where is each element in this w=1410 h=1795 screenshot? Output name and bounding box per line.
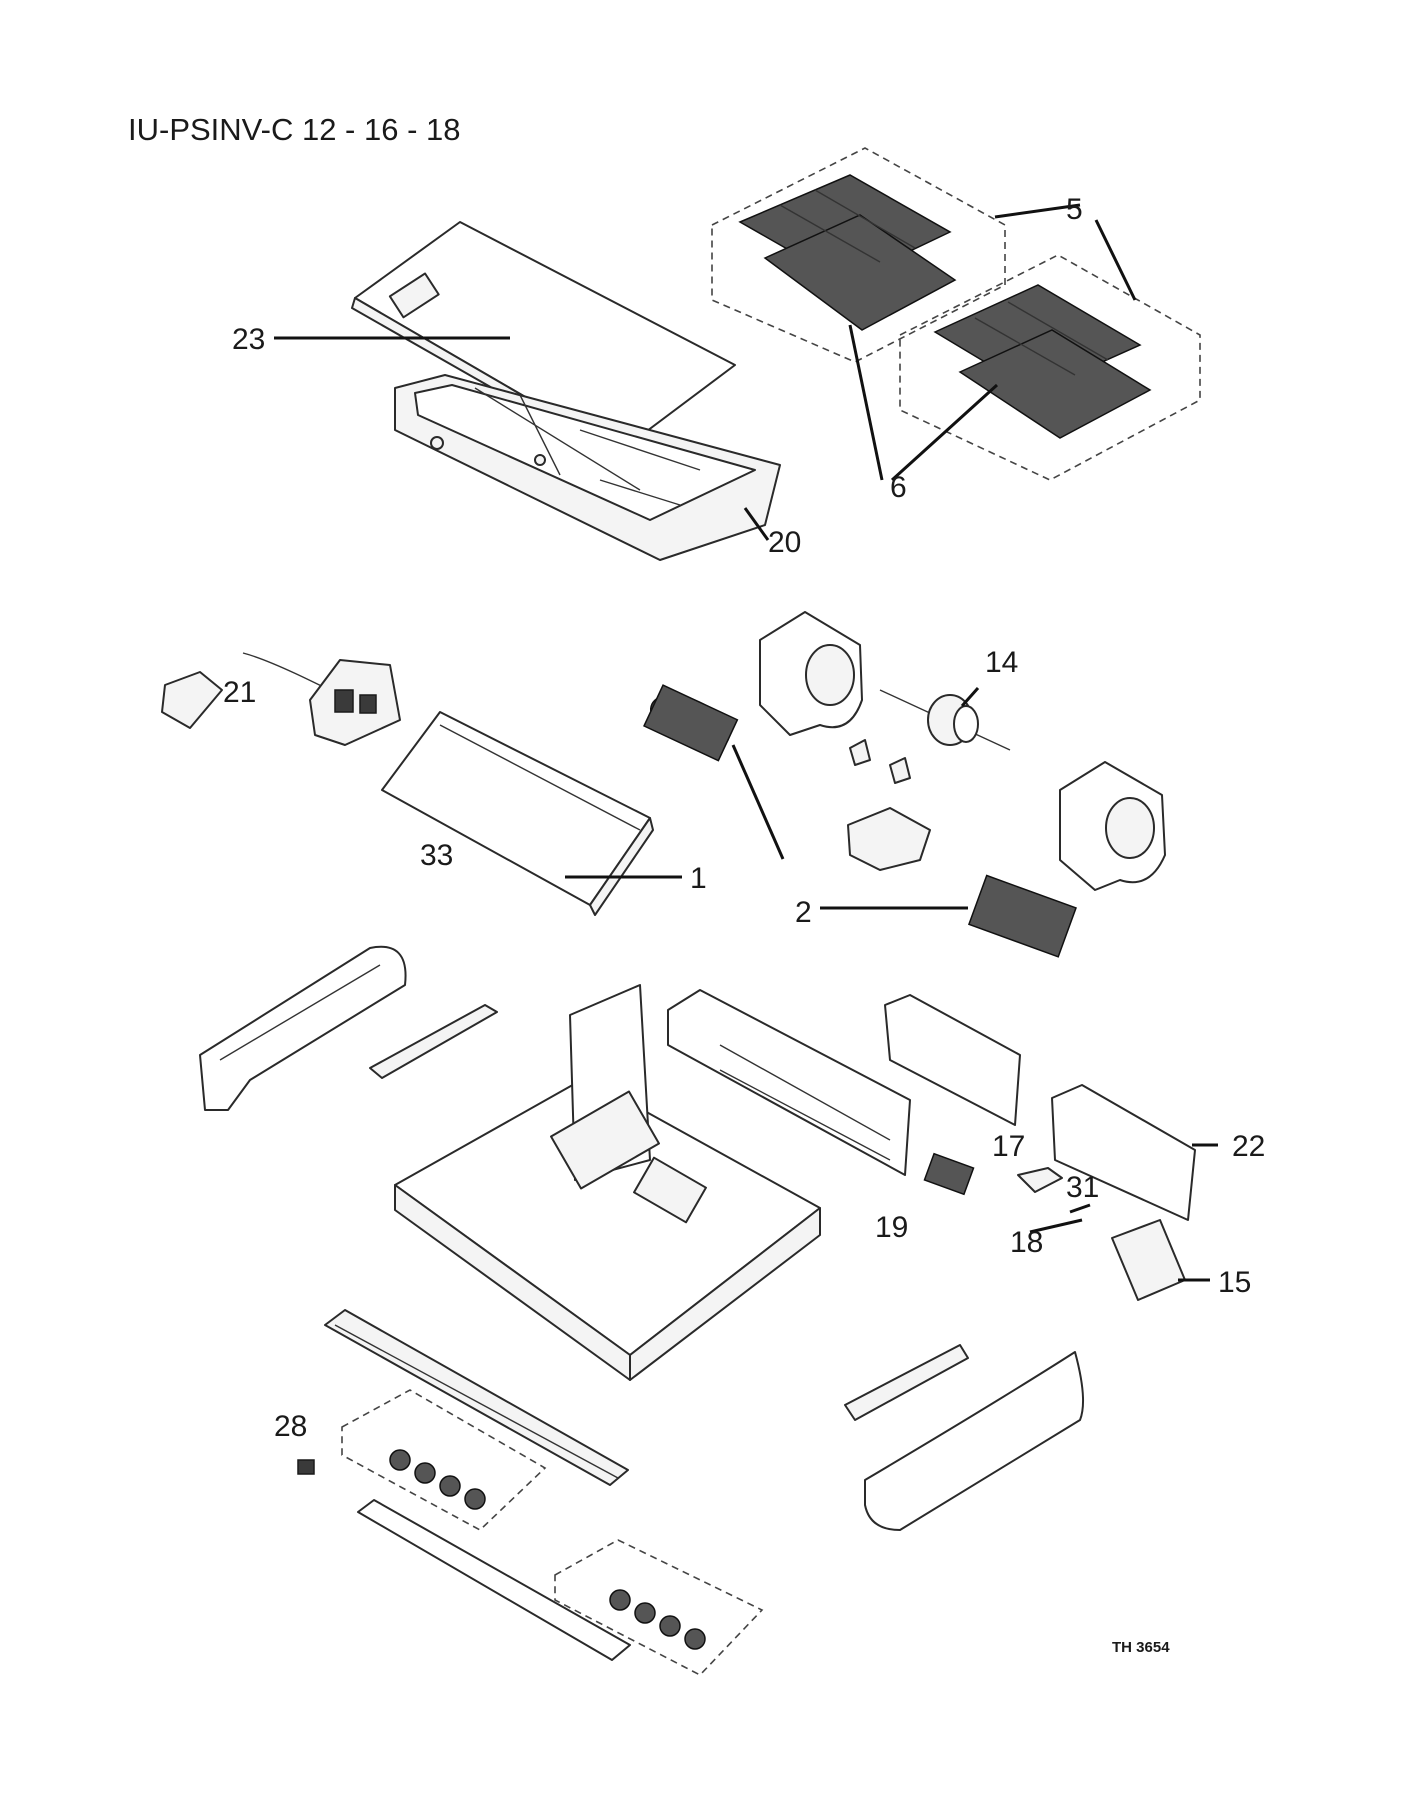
diagram-title: IU-PSINV-C 12 - 16 - 18 [128, 112, 461, 147]
leader-lines [274, 203, 1218, 1282]
callout-23: 23 [232, 323, 265, 356]
back-panel-part [667, 989, 911, 1176]
louver-set-right [554, 1539, 764, 1676]
right-bracket-part [844, 1344, 969, 1421]
fan-wheel-lower [967, 874, 1077, 958]
fan-wheel-upper [643, 684, 739, 762]
callout-22: 22 [1232, 1130, 1265, 1163]
callout-20: 20 [768, 526, 801, 559]
callout-28: 28 [274, 1410, 307, 1443]
left-bracket-part [369, 1004, 498, 1079]
top-frame-part [394, 374, 781, 561]
terminal-block-part [923, 1152, 975, 1196]
louver-set-left [341, 1389, 547, 1531]
callout-19: 19 [875, 1211, 908, 1244]
motor-clamps-part [847, 739, 931, 871]
drawing-reference: TH 3654 [1112, 1639, 1170, 1656]
small-bracket-part [161, 671, 223, 729]
fan-motor-part [879, 689, 1011, 751]
filter-assembly-upper [711, 147, 1006, 363]
evaporator-coil-part [381, 711, 654, 916]
electrical-box-part [1051, 1084, 1196, 1221]
callout-31: 31 [1066, 1171, 1099, 1204]
callout-18: 18 [1010, 1226, 1043, 1259]
callout-1: 1 [690, 862, 707, 895]
louver-rod-part [357, 1499, 631, 1661]
fan-scroll-housing-upper [759, 611, 863, 736]
callout-14: 14 [985, 646, 1018, 679]
control-box-part [309, 659, 401, 746]
callout-17: 17 [992, 1130, 1025, 1163]
front-panel-part [864, 1351, 1084, 1531]
callout-5: 5 [1066, 193, 1083, 226]
callout-33: 33 [420, 839, 453, 872]
callout-15: 15 [1218, 1266, 1251, 1299]
base-chassis-part [394, 984, 821, 1381]
callout-6: 6 [890, 471, 907, 504]
electrical-cover-part [884, 994, 1021, 1126]
left-side-panel-part [199, 945, 407, 1111]
fan-scroll-housing-lower [1059, 761, 1166, 891]
louver-strip-part [324, 1309, 629, 1486]
callout-2: 2 [795, 896, 812, 929]
clip-part [297, 1459, 315, 1475]
filter-assembly-lower [899, 254, 1201, 481]
callout-21: 21 [223, 676, 256, 709]
